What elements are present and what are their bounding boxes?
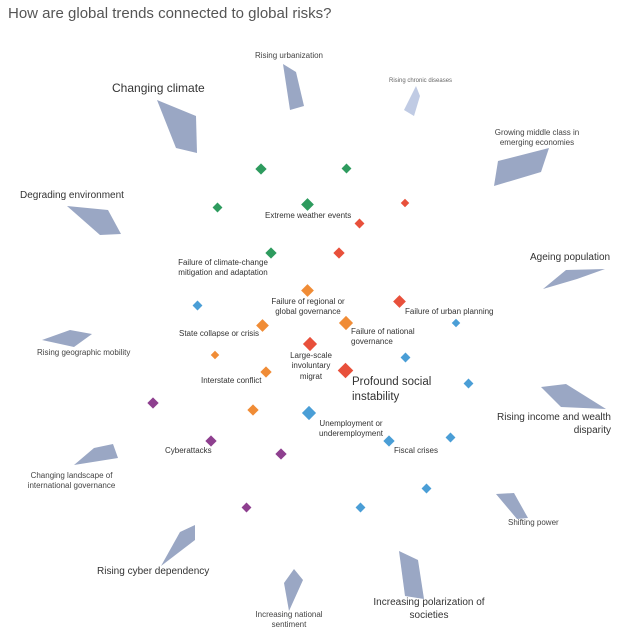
trend-label-income-disparity: Rising income and wealth disparity (497, 412, 611, 436)
trend-label-middle-class: Growing middle class in emerging economi… (494, 128, 580, 147)
trend-shape-income-disparity[interactable] (541, 384, 606, 409)
risk-label-fiscal-crises: Fiscal crises (394, 446, 439, 455)
risk-label-state-collapse: State collapse or crisis (179, 329, 260, 338)
trend-shape-degrading-environment[interactable] (67, 206, 121, 235)
chart-title: How are global trends connected to globa… (8, 5, 332, 22)
trend-label-ageing-population: Ageing population (530, 252, 611, 263)
risk-label-cyberattacks: Cyberattacks (165, 446, 212, 455)
risk-label-involuntary-migration: Large-scale involuntary migrat (290, 351, 332, 381)
trend-shape-chronic-diseases[interactable] (404, 86, 420, 116)
trend-label-geographic-mobility: Rising geographic mobility (37, 348, 131, 357)
trend-shape-national-sentiment[interactable] (284, 569, 303, 611)
trend-label-polarization: Increasing polarization of societies (373, 597, 485, 621)
trend-label-national-sentiment: Increasing national sentiment (255, 610, 323, 629)
trend-shape-middle-class[interactable] (494, 148, 549, 186)
trend-shape-urbanization[interactable] (283, 64, 304, 110)
trend-shape-ageing-population[interactable] (543, 269, 605, 289)
risk-label-extreme-weather: Extreme weather events (265, 211, 352, 220)
risk-label-urban-planning: Failure of urban planning (405, 307, 494, 316)
trend-shape-geographic-mobility[interactable] (42, 330, 92, 347)
trend-label-chronic-diseases: Rising chronic diseases (389, 78, 453, 84)
trend-shape-shifting-power[interactable] (496, 493, 528, 519)
risk-label-social-instability: Profound social instability (352, 376, 432, 403)
trend-label-changing-climate: Changing climate (112, 81, 205, 95)
trend-shape-polarization[interactable] (399, 551, 424, 599)
trend-label-shifting-power: Shifting power (508, 518, 559, 527)
trend-label-international-governance: Changing landscape of international gove… (27, 471, 116, 490)
risk-label-regional-governance: Failure of regional or global governance (271, 297, 345, 317)
risk-label-national-governance: Failure of national governance (351, 327, 415, 347)
risk-label-interstate-conflict: Interstate conflict (201, 376, 262, 385)
trend-shape-cyber-dependency[interactable] (161, 525, 195, 566)
trend-label-cyber-dependency: Rising cyber dependency (97, 566, 210, 577)
risk-label-unemployment: Unemployment or underemployment (318, 419, 384, 439)
trend-label-urbanization: Rising urbanization (254, 51, 324, 60)
trend-shape-changing-climate[interactable] (157, 100, 197, 153)
risk-label-climate-mitigation: Failure of climate-change mitigation and… (178, 258, 268, 278)
trend-label-degrading-environment: Degrading environment (20, 190, 124, 201)
trend-shape-international-governance[interactable] (74, 444, 118, 465)
